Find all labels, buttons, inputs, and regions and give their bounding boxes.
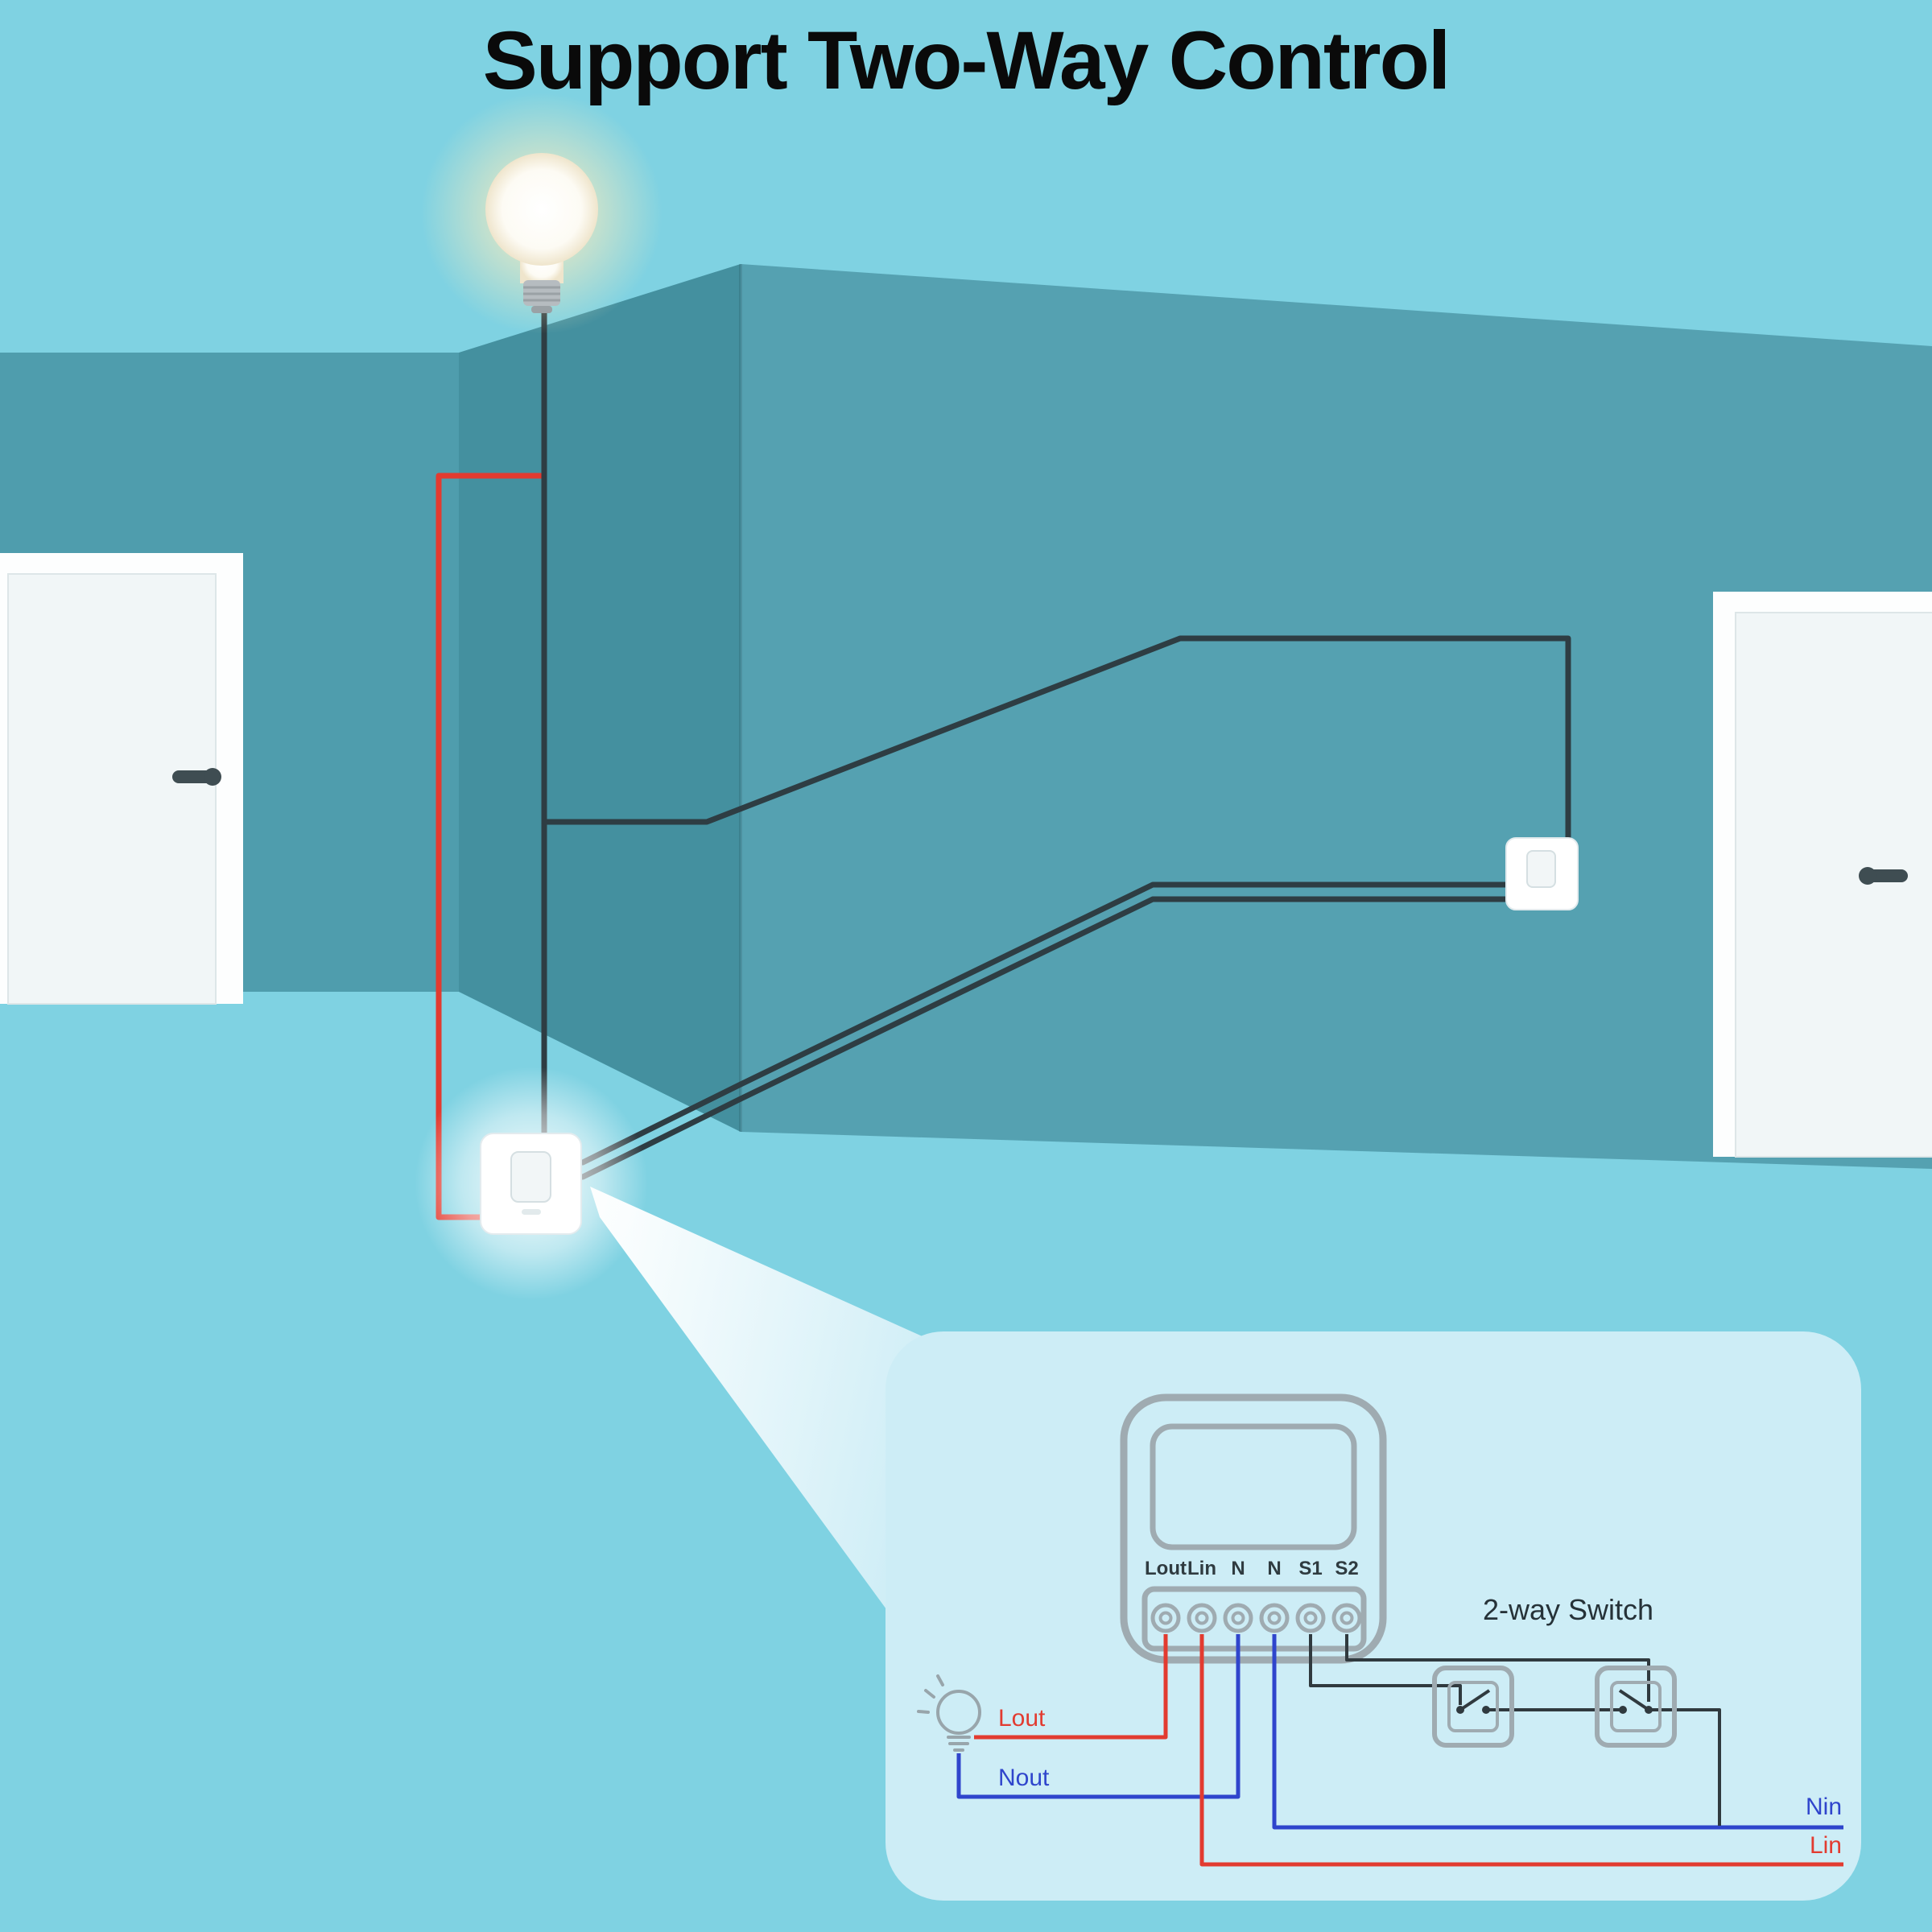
nin-wire	[1272, 1634, 1843, 1830]
upper-traveler-wire	[541, 635, 1571, 844]
secondary-wall-switch-icon	[1505, 837, 1579, 910]
terminal-label-s2: S2	[1335, 1558, 1358, 1579]
right-door	[1713, 592, 1932, 1158]
ceiling-light-bulb-icon	[421, 93, 663, 334]
nout-label: Nout	[998, 1765, 1050, 1791]
module-terminal-strip	[1141, 1586, 1367, 1652]
bulb-contact-tip	[531, 306, 552, 313]
wall-wiring	[436, 304, 1571, 1220]
right-door-slab	[1735, 612, 1932, 1158]
callout-power-wiring	[956, 1634, 1843, 1867]
lin-wire	[1199, 1634, 1843, 1867]
lout-wire	[974, 1634, 1168, 1740]
terminal-n1	[1223, 1603, 1253, 1633]
lout-label: Lout	[998, 1705, 1046, 1732]
switch-a-lever	[1459, 1689, 1491, 1711]
terminal-n2	[1259, 1603, 1290, 1633]
primary-switch-indicator	[522, 1209, 541, 1215]
nout-wire	[956, 1634, 1241, 1799]
primary-switch-rocker	[510, 1151, 551, 1203]
zoom-beam	[590, 1187, 926, 1663]
s1-wire	[1309, 1634, 1462, 1705]
bulb-icon-base	[947, 1736, 971, 1752]
two-way-switch-a-icon	[1432, 1666, 1514, 1748]
terminal-label-lin: Lin	[1187, 1558, 1216, 1579]
lin-label: Lin	[1810, 1832, 1842, 1859]
terminal-label-s1: S1	[1298, 1558, 1322, 1579]
terminal-label-n2: N	[1267, 1558, 1281, 1579]
secondary-switch-rocker	[1526, 850, 1556, 888]
switch-b-lever	[1618, 1689, 1650, 1711]
lower-traveler-wire-1	[580, 881, 1510, 1166]
left-door-slab	[7, 573, 217, 1005]
bulb-screw-ridges	[523, 286, 560, 302]
light-bulb-icon	[917, 1674, 981, 1752]
two-way-switch-label: 2-way Switch	[1483, 1593, 1653, 1626]
primary-wall-switch-icon	[480, 1133, 582, 1235]
nin-label: Nin	[1806, 1794, 1842, 1820]
left-door-handle	[172, 770, 214, 783]
right-door-handle	[1866, 869, 1908, 882]
smart-switch-module	[1120, 1393, 1387, 1664]
terminal-labels: Lout Lin N N S1 S2	[1145, 1558, 1359, 1579]
module-inner-body	[1150, 1423, 1357, 1550]
terminal-s2	[1331, 1603, 1362, 1633]
bulb-globe	[485, 153, 598, 266]
terminal-s1	[1295, 1603, 1326, 1633]
wall-corner	[459, 264, 741, 1132]
left-door-handle-knob	[204, 768, 221, 786]
terminal-lin	[1187, 1603, 1217, 1633]
bulb-icon-rays	[917, 1674, 944, 1714]
two-way-switch-b-icon	[1595, 1666, 1677, 1748]
left-door	[0, 553, 243, 1005]
terminal-label-n1: N	[1231, 1558, 1245, 1579]
right-door-handle-knob	[1859, 867, 1876, 885]
lower-traveler-wire-2	[580, 896, 1510, 1180]
module-terminals	[1150, 1603, 1362, 1633]
callout-bubble	[886, 1331, 1861, 1901]
terminal-label-lout: Lout	[1145, 1558, 1187, 1579]
module-outer-shell	[1120, 1393, 1387, 1664]
page-title: Support Two-Way Control	[483, 14, 1449, 106]
terminal-lout	[1150, 1603, 1181, 1633]
